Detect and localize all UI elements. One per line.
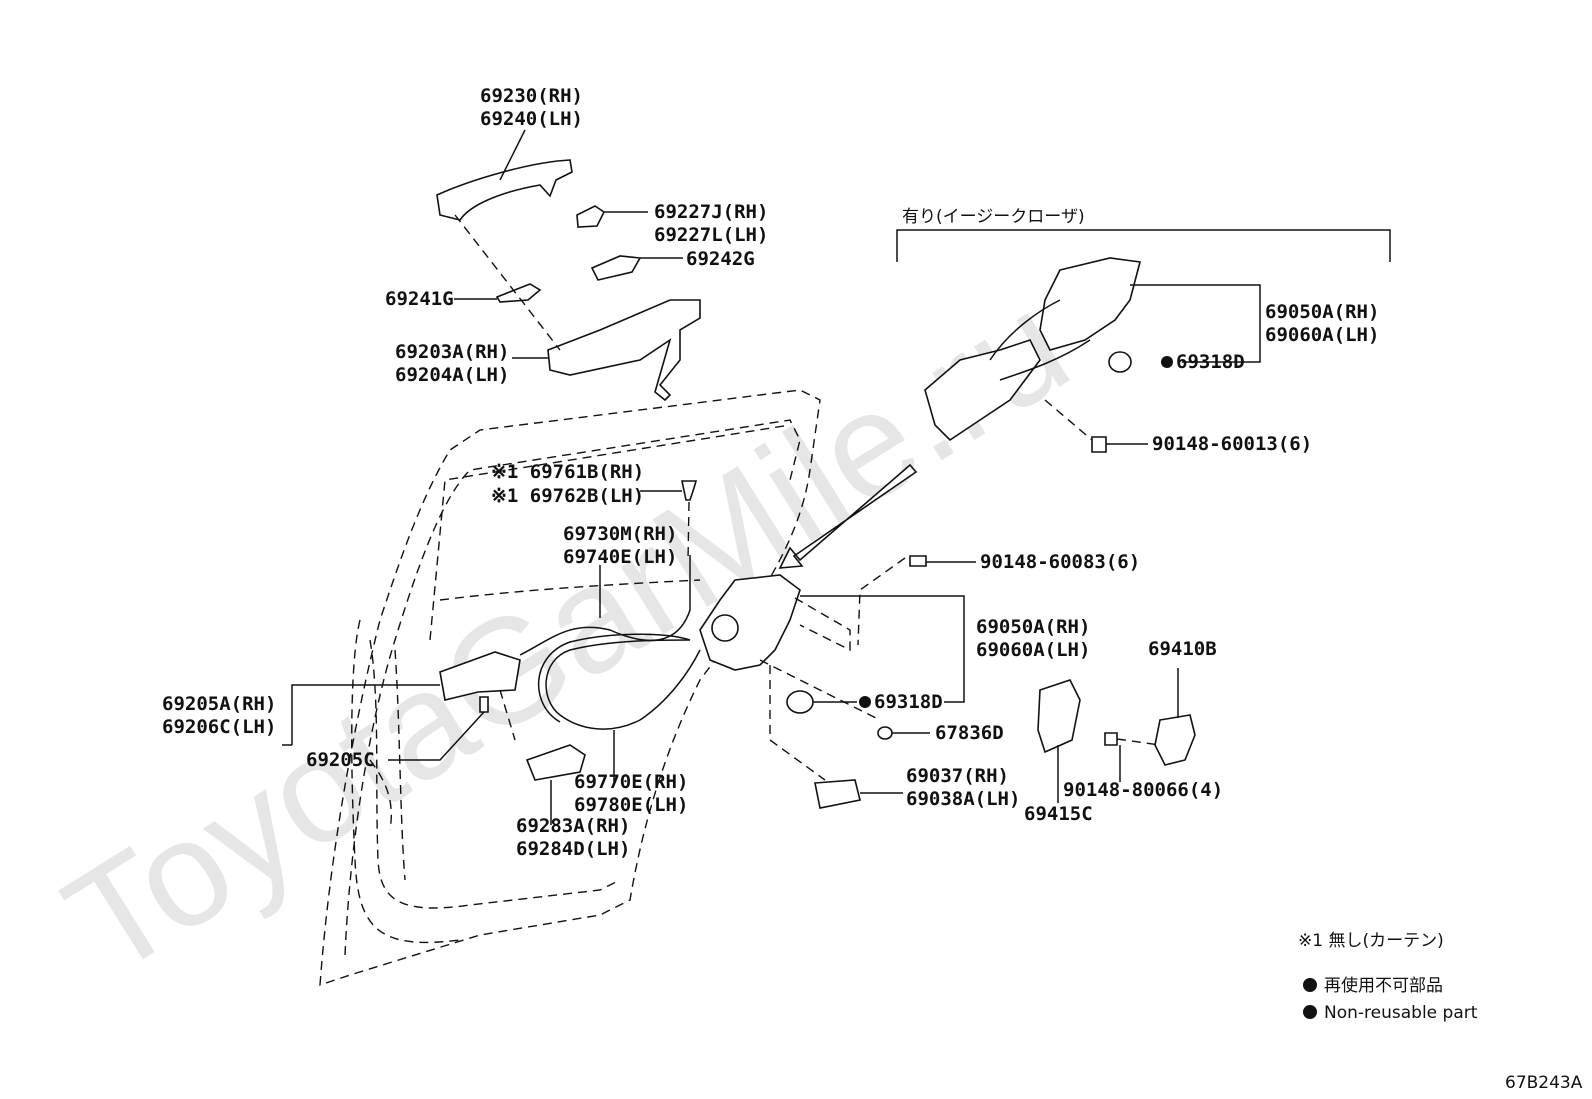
label-69205c: 69205C: [306, 749, 375, 771]
note-1: ※1 無し(カーテン): [1298, 931, 1444, 951]
outside-handle: [436, 159, 573, 221]
label-69284d: 69284D(LH): [516, 838, 630, 860]
label-69060a-top: 69060A(LH): [1265, 324, 1379, 346]
label-69204a: 69204A(LH): [395, 364, 509, 386]
label-69203a: 69203A(RH): [395, 341, 509, 363]
closer-heading: 有り(イージークローザ): [902, 207, 1085, 227]
label-67836d: 67836D: [935, 722, 1004, 744]
seal-washer-top: [1108, 351, 1132, 373]
seal-washer-mid: [786, 690, 814, 714]
figure-code: 67B243A: [1505, 1073, 1583, 1093]
label-69780e: 69780E(LH): [574, 794, 688, 816]
handle-pad-front: [590, 255, 642, 281]
inside-handle-bezel: [525, 744, 586, 781]
screw-80066: [1104, 732, 1118, 746]
handle-screw: [479, 696, 489, 713]
label-69205a: 69205A(RH): [162, 693, 276, 715]
label-90148-60013: 90148-60013(6): [1152, 433, 1312, 455]
lock-bracket: [814, 779, 861, 809]
label-69242g: 69242G: [686, 248, 755, 270]
handle-pad-rear: [495, 283, 542, 303]
handle-cap: [576, 205, 606, 228]
door-lock-closer: [924, 257, 1142, 442]
hole-plug: [877, 726, 893, 740]
legend-dot-jp: [1303, 978, 1317, 992]
screw-60083: [909, 555, 927, 567]
label-69230: 69230(RH): [480, 85, 583, 107]
inside-handle: [439, 651, 521, 701]
label-69770e: 69770E(RH): [574, 771, 688, 793]
label-69318d-mid: 69318D: [874, 691, 943, 713]
label-69060a-mid: 69060A(LH): [976, 639, 1090, 661]
label-69415c: 69415C: [1024, 803, 1093, 825]
label-69762b: ※1 69762B(LH): [491, 485, 644, 507]
handle-frame: [547, 299, 701, 402]
label-69037: 69037(RH): [906, 765, 1009, 787]
label-69227j: 69227J(RH): [654, 201, 768, 223]
label-69050a-top: 69050A(RH): [1265, 301, 1379, 323]
label-90148-60083: 90148-60083(6): [980, 551, 1140, 573]
door-outline: [319, 389, 821, 986]
striker-cover: [1037, 679, 1081, 754]
legend-en: Non-reusable part: [1324, 1003, 1478, 1023]
door-striker: [1154, 714, 1196, 766]
lock-rod: [519, 555, 691, 656]
label-69740e: 69740E(LH): [563, 546, 677, 568]
label-69206c: 69206C(LH): [162, 716, 276, 738]
door-lock-assembly: [699, 574, 801, 671]
label-69227l: 69227L(LH): [654, 224, 768, 246]
label-90148-80066: 90148-80066(4): [1063, 779, 1223, 801]
label-69038a: 69038A(LH): [906, 788, 1020, 810]
direction-arrow: [778, 463, 918, 569]
label-69240: 69240(LH): [480, 108, 583, 130]
label-69730m: 69730M(RH): [563, 523, 677, 545]
label-69410b: 69410B: [1148, 638, 1217, 660]
legend-jp: 再使用不可部品: [1324, 975, 1443, 996]
non-reusable-dot-mid: [859, 696, 871, 708]
label-69241g: 69241G: [385, 288, 454, 310]
label-69761b: ※1 69761B(RH): [491, 461, 644, 483]
lock-cable: [545, 639, 701, 730]
bolt-60013: [1091, 436, 1107, 453]
label-69318d-top: 69318D: [1176, 351, 1245, 373]
clip-69761b: [681, 480, 698, 501]
label-69283a: 69283A(RH): [516, 815, 630, 837]
label-69050a-mid: 69050A(RH): [976, 616, 1090, 638]
closer-bracket: [896, 229, 1391, 262]
legend-dot-en: [1303, 1005, 1317, 1019]
non-reusable-dot-top: [1161, 356, 1173, 368]
